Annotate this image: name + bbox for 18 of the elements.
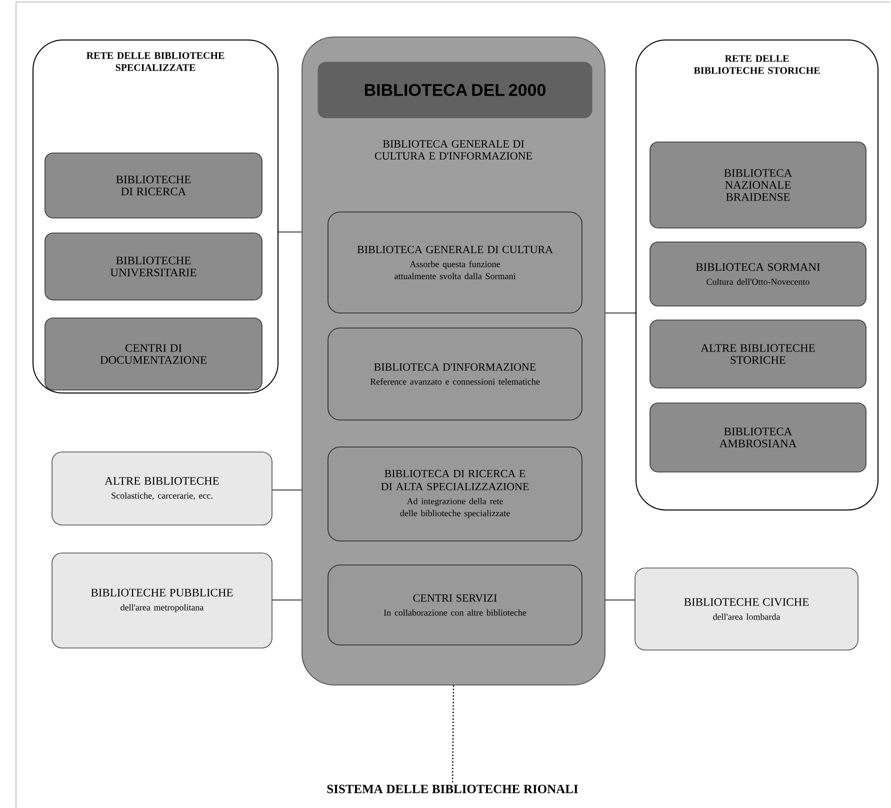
library-box: BIBLIOTECHE DI RICERCA	[44, 152, 262, 218]
library-box: BIBLIOTECA SORMANI Cultura dell'Otto-Novecento	[650, 242, 866, 306]
library-box: BIBLIOTECHE PUBBLICHE dell'area metropolitana	[52, 552, 272, 648]
section-box: BIBLIOTECA GENERALE DI CULTURA Assorbe questa funzione attualmente svolta dalla Sormani	[328, 212, 582, 314]
section-box: BIBLIOTECA DI RICERCA E DI ALTA SPECIALIZZAZIONE Ad integrazione della rete delle biblioteche specializzate	[328, 446, 582, 542]
library-box: BIBLIOTECHE UNIVERSITARIE	[44, 232, 262, 300]
library-box: BIBLIOTECA NAZIONALE BRAIDENSE	[650, 142, 866, 228]
footer-text: SISTEMA DELLE BIBLIOTECHE RIONALI	[327, 784, 578, 794]
connector-line	[452, 685, 454, 784]
library-box: ALTRE BIBLIOTECHE Scolastiche, carcerarie, ecc.	[52, 452, 272, 526]
library-box: CENTRI DI DOCUMENTAZIONE	[44, 318, 262, 390]
library-box: BIBLIOTECHE CIVICHE dell'area lombarda	[634, 568, 858, 650]
title-band: BIBLIOTECA DEL 2000	[318, 62, 592, 118]
library-box: ALTRE BIBLIOTECHE STORICHE	[650, 320, 866, 388]
section-box: CENTRI SERVIZI In collaborazione con altre biblioteche	[328, 564, 582, 646]
connector-line	[605, 312, 636, 314]
section-box: BIBLIOTECA D'INFORMAZIONE Reference avanzato e connessioni telematiche	[328, 328, 582, 420]
library-box: BIBLIOTECA AMBROSIANA	[650, 402, 866, 472]
